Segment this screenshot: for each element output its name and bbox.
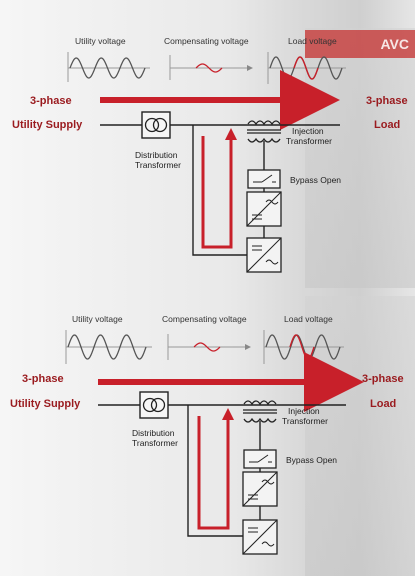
bypass-open-label: Bypass Open xyxy=(286,455,337,465)
compensation-circuit-wires xyxy=(187,405,261,537)
bypass-switch-box xyxy=(247,169,281,189)
distribution-transformer-symbol xyxy=(141,111,171,139)
diagram-panel-2: Utility voltage Compensating voltage Loa… xyxy=(0,288,415,576)
compensation-current-arrow xyxy=(197,416,230,530)
cabinet-brand-strip xyxy=(305,30,415,58)
load-voltage-label: Load voltage xyxy=(284,314,333,324)
compensation-circuit-wires xyxy=(192,125,265,256)
distribution-transformer-symbol xyxy=(139,391,169,419)
compensating-voltage-label: Compensating voltage xyxy=(164,36,249,46)
injection-transformer-label-2: Transformer xyxy=(282,416,328,426)
rectifier-box xyxy=(246,237,282,273)
three-phase-left-label: 3-phase xyxy=(30,95,72,107)
load-voltage-waveform xyxy=(263,330,344,364)
injection-transformer-label-1: Injection xyxy=(292,126,324,136)
utility-voltage-label: Utility voltage xyxy=(75,36,126,46)
three-phase-right-label: 3-phase xyxy=(362,373,404,385)
load-label: Load xyxy=(374,119,400,131)
injection-transformer-label-1: Injection xyxy=(288,406,320,416)
compensation-arrow-head xyxy=(222,408,234,420)
inverter-box xyxy=(246,191,282,227)
inverter-box xyxy=(242,471,278,507)
distribution-transformer-label-2: Transformer xyxy=(132,438,178,448)
distribution-transformer-label-1: Distribution xyxy=(135,150,178,160)
bypass-switch-box xyxy=(243,449,277,469)
load-voltage-label: Load voltage xyxy=(288,36,337,46)
compensating-voltage-waveform xyxy=(167,334,251,360)
bypass-open-label: Bypass Open xyxy=(290,175,341,185)
compensating-voltage-label: Compensating voltage xyxy=(162,314,247,324)
compensating-voltage-waveform xyxy=(169,55,253,80)
utility-voltage-waveform xyxy=(65,330,152,364)
diagram-panel-1: AVC Utility voltage Compensating voltage… xyxy=(12,28,415,288)
utility-voltage-label: Utility voltage xyxy=(72,314,123,324)
three-phase-left-label: 3-phase xyxy=(22,373,64,385)
compensation-arrow-head xyxy=(225,128,237,140)
injection-transformer-symbol xyxy=(243,400,277,423)
injection-transformer-label-2: Transformer xyxy=(286,136,332,146)
utility-voltage-waveform xyxy=(67,52,150,82)
rectifier-box xyxy=(242,519,278,555)
load-label: Load xyxy=(370,398,396,410)
distribution-transformer-label-2: Transformer xyxy=(135,160,181,170)
equipment-cabinet-photo xyxy=(305,296,415,576)
load-voltage-waveform xyxy=(267,52,346,84)
utility-supply-label: Utility Supply xyxy=(12,119,83,131)
compensation-current-arrow xyxy=(201,136,233,249)
distribution-transformer-label-1: Distribution xyxy=(132,428,175,438)
injection-transformer-symbol xyxy=(247,120,281,143)
cabinet-brand-text: AVC xyxy=(380,36,409,52)
three-phase-right-label: 3-phase xyxy=(366,95,408,107)
utility-supply-label: Utility Supply xyxy=(10,398,81,410)
